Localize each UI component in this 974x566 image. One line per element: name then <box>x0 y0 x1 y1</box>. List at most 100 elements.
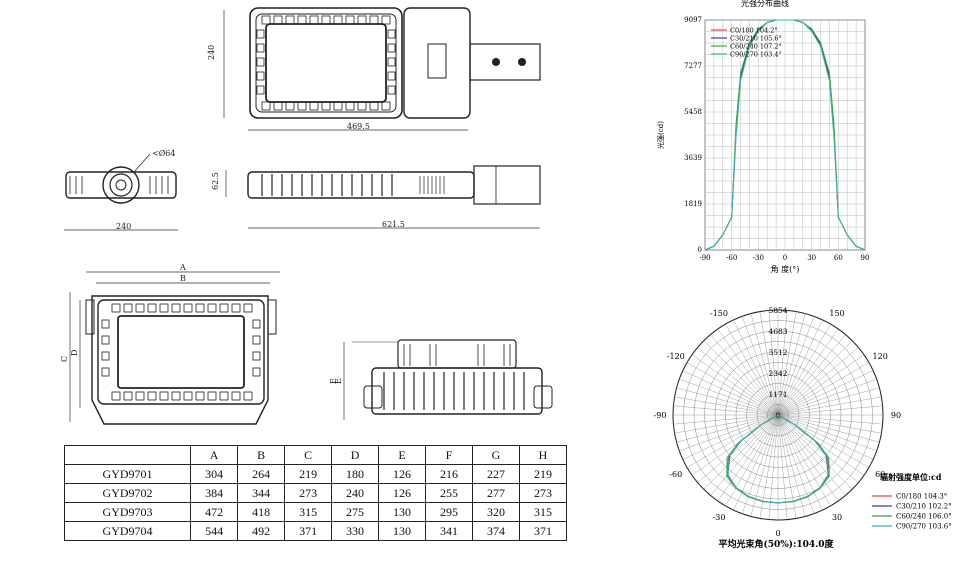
side-view-drawing: 62.5 621.5 <box>211 165 541 229</box>
polar-grid-spoke <box>777 414 831 507</box>
table-cell: 277 <box>472 483 520 503</box>
polar-grid-spoke <box>777 316 815 416</box>
table-cell: 315 <box>284 502 333 522</box>
polar-angle-label: -90 <box>654 411 667 420</box>
line-chart-title: 光强分布曲线 <box>741 0 789 8</box>
table-row: GYD9704 544 492 371 330 130 341 374 371 <box>63 521 567 541</box>
line-chart-ylabel: 光强(cd) <box>656 121 665 149</box>
table-cell: 315 <box>519 502 567 522</box>
polar-grid-spoke <box>777 414 839 502</box>
line-chart-xtick-label: -90 <box>699 254 710 262</box>
profile-view-drawing: E F <box>329 339 553 420</box>
table-header-row: A B C D E F G H <box>63 445 567 465</box>
table-cell: 492 <box>237 521 286 541</box>
line-chart-xtick-label: 0 <box>783 254 787 262</box>
table-cell: 264 <box>237 464 286 484</box>
polar-grid-spoke <box>777 328 839 416</box>
table-cell: 126 <box>378 464 427 484</box>
line-chart-ytick-label: 1819 <box>684 200 702 208</box>
table-cell: GYD9703 <box>63 502 192 522</box>
polar-grid-spoke <box>777 414 853 490</box>
line-chart-xlabel: 角 度(°) <box>771 264 800 274</box>
table-cell: 544 <box>190 521 239 541</box>
polar-grid-spoke <box>777 362 870 416</box>
table-cell: 384 <box>190 483 239 503</box>
polar-grid-spoke <box>725 323 779 416</box>
polar-grid-spoke <box>717 414 779 502</box>
polar-chart-grid <box>672 309 884 521</box>
top-view-drawing: 240 469.5 <box>207 7 541 131</box>
polar-grid-spoke <box>741 316 779 416</box>
polar-angle-label: -120 <box>667 352 685 361</box>
top-view-width-dim: 469.5 <box>347 122 370 131</box>
polar-grid-spoke <box>682 414 779 460</box>
table-cell: 304 <box>190 464 239 484</box>
polar-radial-tick-label: 4683 <box>768 327 787 336</box>
polar-grid-spoke <box>777 311 797 416</box>
polar-angle-label: -60 <box>669 470 682 479</box>
table-header-cell: F <box>425 445 474 465</box>
polar-grid-spoke <box>697 347 779 416</box>
polar-grid-spoke <box>710 334 779 416</box>
polar-grid-spoke <box>777 319 823 416</box>
front-view-drawing: <Ø64 240 <box>64 149 178 231</box>
table-row: GYD9702 384 344 273 240 126 255 277 273 <box>63 483 567 503</box>
table-cell: GYD9701 <box>63 464 192 484</box>
polar-grid-spoke <box>686 362 779 416</box>
polar-grid-spoke <box>679 414 779 452</box>
table-header-cell: D <box>331 445 380 465</box>
table-cell: 273 <box>519 483 567 503</box>
section-label-d: D <box>70 350 79 356</box>
polar-grid-spoke <box>703 340 779 416</box>
table-cell: 341 <box>425 521 474 541</box>
line-chart-legend-label: C90/270 103.4° <box>730 51 782 59</box>
polar-grid-spoke <box>777 414 880 443</box>
table-cell: 273 <box>284 483 333 503</box>
line-chart-xtick-label: 30 <box>807 254 816 262</box>
table-header-cell <box>63 445 192 465</box>
polar-grid-spoke <box>777 313 806 416</box>
polar-grid-spoke <box>674 414 779 434</box>
line-chart-grid <box>704 19 866 251</box>
polar-angle-label: 30 <box>832 513 842 522</box>
line-chart-series <box>704 19 866 251</box>
table-header-cell: A <box>190 445 239 465</box>
polar-grid-spoke <box>703 414 779 490</box>
polar-radial-tick-label: 1171 <box>768 390 787 399</box>
table-cell: 255 <box>425 483 474 503</box>
table-cell: 418 <box>237 502 286 522</box>
line-chart-ytick-label: 5458 <box>684 108 702 116</box>
table-cell: 330 <box>331 521 380 541</box>
polar-grid-spoke <box>676 414 779 443</box>
table-cell: 472 <box>190 502 239 522</box>
table-cell: 227 <box>472 464 520 484</box>
polar-grid-spoke <box>733 414 779 511</box>
polar-grid-spoke <box>777 414 874 460</box>
table-cell: 240 <box>331 483 380 503</box>
table-cell: 130 <box>378 521 427 541</box>
dimension-table: A B C D E F G H GYD9701 304 264 219 180 … <box>63 445 567 541</box>
polar-grid-spoke <box>777 378 877 416</box>
table-cell: 371 <box>284 521 333 541</box>
polar-grid-spoke <box>717 328 779 416</box>
polar-grid-spoke <box>673 405 779 416</box>
profile-label-f: F <box>329 378 338 384</box>
line-chart-legend: C0/180 104.2°C30/210 105.6°C60/240 107.2… <box>711 27 782 59</box>
table-cell: 344 <box>237 483 286 503</box>
table-cell: 219 <box>519 464 567 484</box>
polar-angle-label: -150 <box>710 309 728 318</box>
polar-grid-spoke <box>777 414 846 496</box>
table-cell: 275 <box>331 502 380 522</box>
table-cell: 219 <box>284 464 333 484</box>
polar-grid-spoke <box>777 340 853 416</box>
polar-grid-spoke <box>777 414 865 476</box>
section-view-drawing: A B C D <box>60 263 280 425</box>
polar-legend-title: 辐射强度单位:cd <box>880 472 942 482</box>
line-chart-xtick-label: 60 <box>834 254 843 262</box>
side-view-length-dim: 621.5 <box>382 220 405 229</box>
polar-legend-label: C60/240 106.0° <box>896 513 952 521</box>
